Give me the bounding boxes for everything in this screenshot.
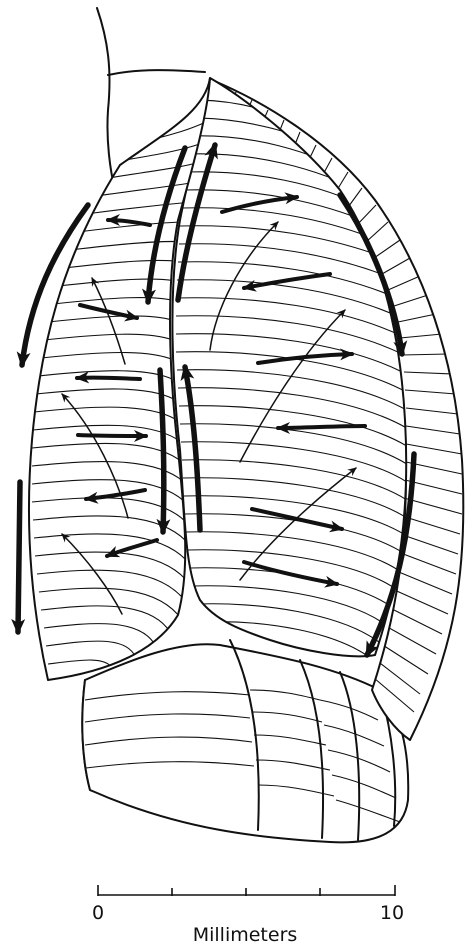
- left-outer-arrow-bottom: [18, 482, 20, 632]
- scale-bar: 0 10 Millimeters: [92, 885, 404, 946]
- stalk-left-edge: [97, 8, 115, 190]
- stalk-top-edge: [108, 70, 205, 75]
- scale-unit-label: Millimeters: [193, 924, 298, 946]
- scale-max-label: 10: [380, 902, 404, 924]
- base-segments: [82, 640, 408, 842]
- scale-min-label: 0: [92, 902, 104, 924]
